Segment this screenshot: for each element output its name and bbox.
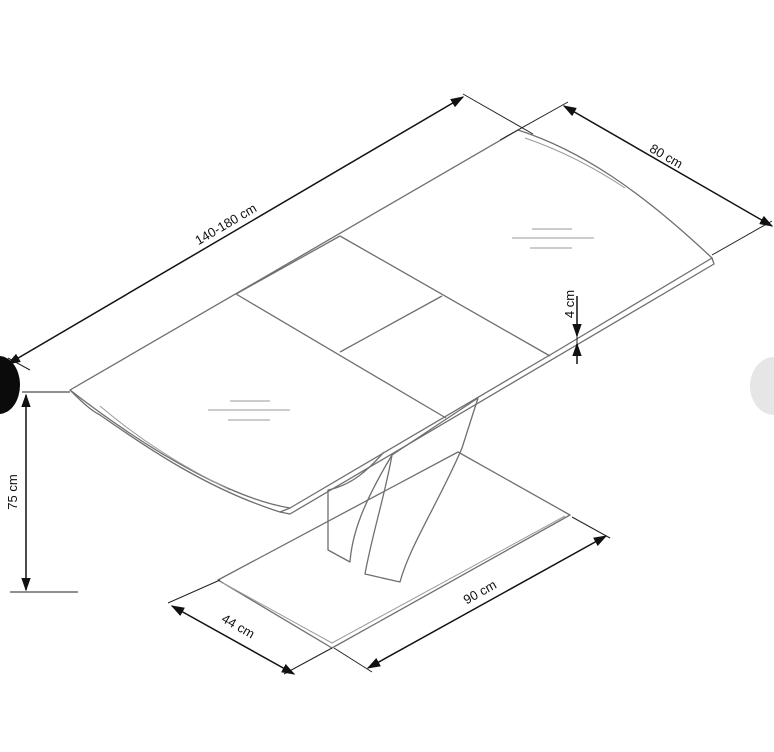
surface-highlight-left: [208, 400, 290, 421]
dimension-length-label: 140-180 cm: [192, 200, 259, 248]
dimension-base-length: 90 cm: [333, 516, 611, 673]
dimension-width: 80 cm: [499, 101, 774, 256]
dimension-base-width-label: 44 cm: [219, 611, 257, 642]
dimension-width-label: 80 cm: [647, 141, 685, 172]
dimension-length: 140-180 cm: [6, 93, 534, 371]
dimension-height: 75 cm: [5, 391, 78, 593]
carousel-prev-icon[interactable]: [0, 356, 20, 414]
dimension-height-label: 75 cm: [5, 474, 20, 509]
dimension-top-thickness: 4 cm: [562, 290, 582, 364]
dimension-base-length-label: 90 cm: [461, 577, 499, 607]
surface-highlight-right: [512, 228, 594, 249]
extension-leaf-seams: [235, 235, 551, 419]
table-base-plate: [217, 451, 571, 649]
dimension-base-width: 44 cm: [167, 579, 333, 675]
dimension-top-thickness-label: 4 cm: [562, 290, 577, 318]
table-pedestal: [327, 397, 479, 583]
